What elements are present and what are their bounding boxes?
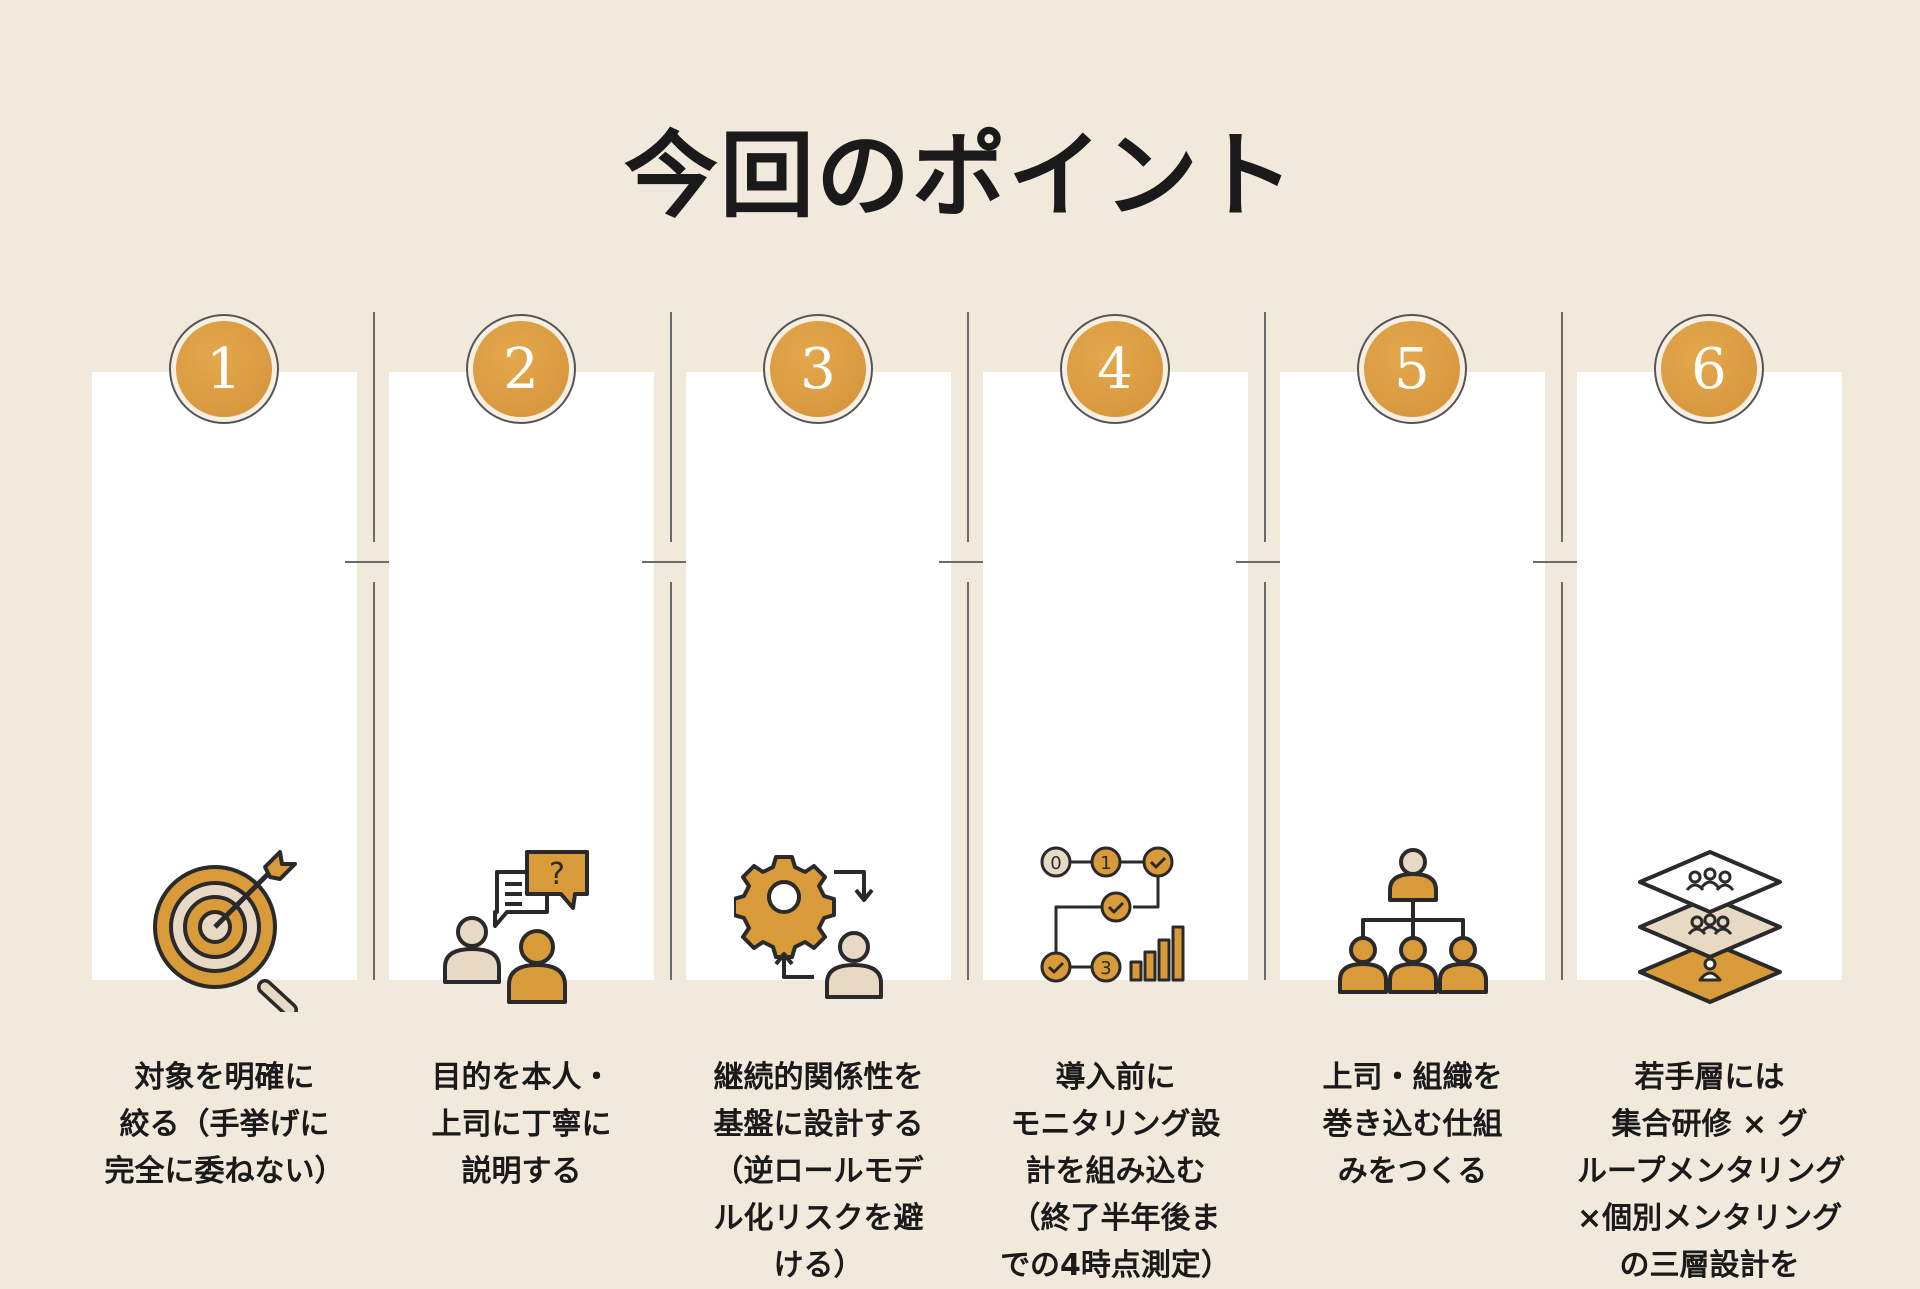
step-description: 対象を明確に絞る（手挙げに完全に委ねない） (92, 1054, 357, 1195)
step-description: 若手層には集合研修 × グループメンタリング ×個別メンタリングの三層設計を (1577, 1054, 1846, 1289)
page-title: 今回のポイント (623, 121, 1296, 231)
step-number-badge: 5 (1357, 314, 1467, 424)
step-text-line: 計を組み込む (1025, 1154, 1206, 1189)
step-text-line: の三層設計を (1619, 1248, 1800, 1283)
step-text-line: 目的を本人・ (431, 1060, 612, 1095)
step-number: 1 (176, 321, 272, 417)
step-text-line: みをつくる (1337, 1154, 1488, 1189)
step-text-line: での4時点測定） (1000, 1248, 1231, 1283)
step-text-line: モニタリング設 (1010, 1107, 1221, 1142)
step-divider (373, 312, 375, 542)
step-card-6: 若手層には集合研修 × グループメンタリング ×個別メンタリングの三層設計を (1577, 372, 1845, 1283)
step-text-line: 絞る（手挙げに (119, 1107, 330, 1142)
gear-cycle-person-icon (731, 842, 904, 1012)
conversation-people-icon: ? (437, 842, 607, 1012)
step-number: 2 (473, 321, 569, 417)
step-divider (670, 582, 672, 980)
step-card-5: 上司・組織を巻き込む仕組みをつくる (1280, 372, 1545, 1189)
monitoring-flow-icon: 0 1 3 (1031, 842, 1201, 1012)
step-text-line: 巻き込む仕組 (1322, 1107, 1503, 1142)
step-description: 目的を本人・上司に丁寧に説明する (389, 1054, 654, 1195)
step-divider (1561, 312, 1563, 542)
step-text-line: 完全に委ねない） (104, 1154, 345, 1189)
step-divider (670, 312, 672, 542)
step-text-line: 若手層には (1634, 1060, 1785, 1095)
org-chart-icon (1328, 842, 1498, 1012)
svg-text:?: ? (549, 857, 565, 892)
step-number-badge: 2 (466, 314, 576, 424)
step-text-line: 上司・組織を (1322, 1060, 1503, 1095)
layers-groups-icon (1625, 842, 1795, 1012)
svg-text:1: 1 (1100, 853, 1111, 874)
step-text-line: ル化リスクを避 (713, 1201, 924, 1236)
step-number-badge: 3 (763, 314, 873, 424)
step-text-line: 上司に丁寧に (431, 1107, 612, 1142)
step-text-line: 導入前に (1055, 1060, 1176, 1095)
step-text-line: 説明する (461, 1154, 582, 1189)
step-description: 上司・組織を巻き込む仕組みをつくる (1280, 1054, 1545, 1195)
step-number: 3 (770, 321, 866, 417)
step-card-2: ? 目的を本人・上司に丁寧に説明する (389, 372, 654, 1189)
step-text-line: 対象を明確に (134, 1060, 315, 1095)
step-divider (1264, 582, 1266, 980)
step-divider (1264, 312, 1266, 542)
step-divider (967, 582, 969, 980)
step-text-line: （逆ロールモデ (713, 1154, 924, 1189)
step-number-badge: 6 (1654, 314, 1764, 424)
svg-text:0: 0 (1050, 853, 1061, 874)
step-text-line: （終了半年後ま (1010, 1201, 1221, 1236)
step-text-line: 継続的関係性を (713, 1060, 924, 1095)
step-card-4: 0 1 3 導入前にモニタリング設計を組み込む （終了半年後までの4時点測定） (983, 372, 1248, 1283)
step-number: 6 (1661, 321, 1757, 417)
step-text-line: 集合研修 × グ (1611, 1107, 1808, 1142)
step-number: 5 (1364, 321, 1460, 417)
step-divider (373, 582, 375, 980)
step-number: 4 (1067, 321, 1163, 417)
step-card-1: 対象を明確に絞る（手挙げに完全に委ねない） (92, 372, 357, 1189)
step-description: 導入前にモニタリング設計を組み込む （終了半年後までの4時点測定） (983, 1054, 1248, 1289)
step-divider (1561, 582, 1563, 980)
step-text-line: ×個別メンタリング (1577, 1201, 1843, 1236)
step-card-3: 継続的関係性を基盤に設計する （逆ロールモデル化リスクを避ける） (686, 372, 951, 1283)
svg-text:3: 3 (1100, 958, 1111, 979)
step-divider (967, 312, 969, 542)
step-text-line: ループメンタリング (1577, 1154, 1846, 1189)
step-text-line: ける） (773, 1248, 864, 1283)
step-number-badge: 1 (169, 314, 279, 424)
step-number-badge: 4 (1060, 314, 1170, 424)
step-text-line: 基盤に設計する (713, 1107, 924, 1142)
target-magnifier-icon (140, 842, 310, 1018)
step-description: 継続的関係性を基盤に設計する （逆ロールモデル化リスクを避ける） (686, 1054, 951, 1289)
